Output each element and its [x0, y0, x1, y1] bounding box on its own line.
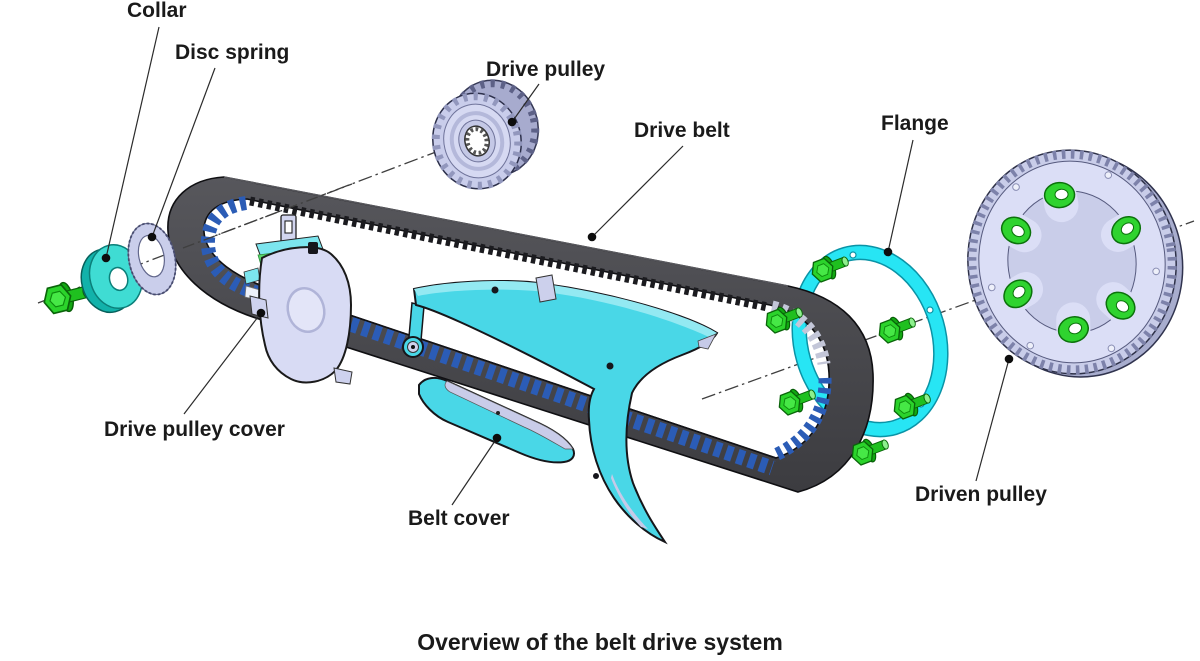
label-drive-pulley: Drive pulley — [486, 58, 606, 81]
flange-hole — [849, 251, 857, 259]
label-collar: Collar — [127, 0, 187, 22]
leader-belt-cover — [451, 437, 498, 506]
leader-dots — [101, 117, 1014, 443]
driven-pulley-part — [967, 149, 1184, 378]
cover-screw — [491, 286, 499, 294]
leader-drive-pulley-cover — [183, 312, 262, 415]
cover-boss — [286, 286, 326, 334]
leader-collar — [105, 26, 160, 259]
leader-driven-pulley — [975, 358, 1010, 482]
cover-screw — [593, 473, 599, 479]
drive-pulley-cover-part — [243, 214, 353, 385]
leader-lines — [105, 26, 1010, 506]
cover-screw-hole — [308, 242, 318, 254]
drive-pulley-part — [431, 79, 540, 190]
belt-teeth-top-profile — [249, 196, 769, 312]
flange-hole — [926, 306, 934, 314]
bolt — [874, 309, 920, 347]
rivet-holes — [987, 171, 1160, 353]
label-drive-pulley-cover: Drive pulley cover — [104, 418, 285, 441]
leader-drive-pulley — [511, 83, 540, 123]
label-belt-cover: Belt cover — [408, 507, 510, 530]
belt-teeth-right-lower — [770, 377, 832, 462]
flange-part — [791, 244, 949, 438]
leader-flange — [887, 139, 914, 253]
ring-gear-teeth — [967, 149, 1177, 375]
cover-screw — [606, 362, 614, 370]
label-disc-spring: Disc spring — [175, 41, 290, 64]
label-driven-pulley: Driven pulley — [915, 483, 1047, 506]
belt-cover-part — [402, 274, 719, 545]
belt-teeth-right-upper — [770, 300, 831, 366]
leader-disc-spring — [151, 67, 216, 238]
rubber-grommet — [1043, 181, 1076, 210]
label-flange: Flange — [881, 112, 949, 135]
belt-teeth-bottom — [280, 293, 775, 476]
belt-teeth-left-loop — [200, 196, 261, 300]
leader-drive-belt — [591, 145, 684, 238]
label-drive-belt: Drive belt — [634, 119, 730, 142]
figure-caption: Overview of the belt drive system — [417, 629, 783, 655]
cover-screw — [496, 411, 500, 415]
